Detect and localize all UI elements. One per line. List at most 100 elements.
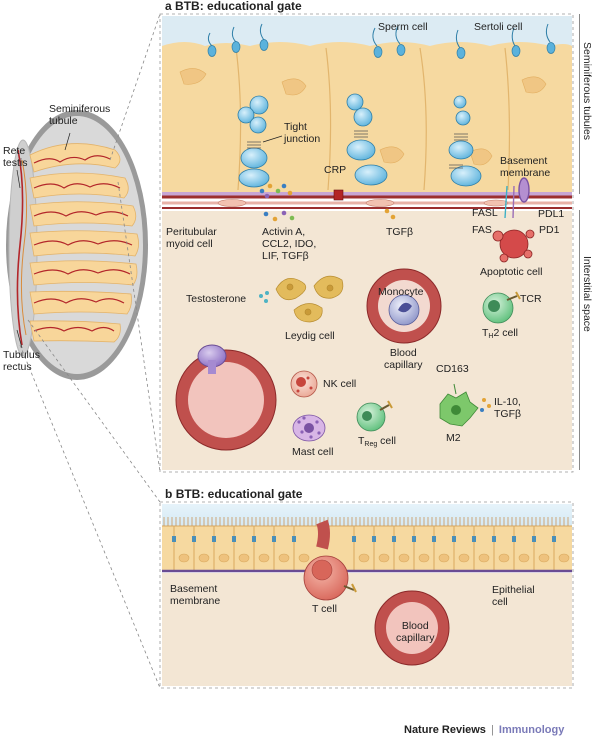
journal-footer: Nature Reviews | Immunology (404, 724, 564, 736)
epithelial-nucleus (538, 553, 550, 563)
epithelial-nucleus (518, 553, 530, 563)
epithelial-nucleus (258, 553, 270, 563)
seminiferous-bracket (573, 14, 580, 194)
sperm-cells (207, 23, 556, 59)
tight-junction-marker (392, 536, 396, 542)
tight-junction-marker (532, 536, 536, 542)
tight-junctions (247, 130, 468, 169)
label-activin-factors: Activin A, CCL2, IDO, LIF, TGFβ (262, 226, 317, 262)
tight-junction-marker (412, 536, 416, 542)
treg-sub: Reg (364, 441, 378, 448)
label-basement-membrane-a: Basement membrane (500, 155, 551, 179)
secreted-factors (259, 183, 396, 222)
epi-nuclei (178, 553, 570, 563)
label-tgfb: TGFβ (386, 226, 414, 238)
th2-sub: H (488, 333, 494, 340)
label-t-cell: T cell (312, 603, 337, 615)
epithelial-nucleus (358, 553, 370, 563)
label-blood-capillary-b: Blood capillary (396, 620, 435, 644)
mast-cell (292, 414, 326, 442)
panel-b-title: b BTB: educational gate (165, 487, 302, 501)
label-rete-testis: Rete testis (3, 145, 28, 169)
label-mast-cell: Mast cell (292, 446, 334, 458)
fasl-pdl1-receptors (504, 177, 530, 219)
tight-junction-marker (252, 536, 256, 542)
label-th2-cell: TH2 cell (482, 327, 518, 343)
tight-junction-marker (472, 536, 476, 542)
label-il10-tgfb: IL-10, TGFβ (494, 396, 522, 420)
tight-junction-marker (452, 536, 456, 542)
nk-cell (290, 370, 318, 398)
label-cd163: CD163 (436, 363, 469, 375)
epithelial-nucleus (498, 553, 510, 563)
tubule-vessels (33, 155, 133, 332)
panel-b-title-text: BTB: educational gate (175, 487, 303, 501)
tight-junction-marker (172, 536, 176, 542)
tight-junction-marker (432, 536, 436, 542)
tight-junction-marker (212, 536, 216, 542)
label-m2: M2 (446, 432, 461, 444)
capillary-monocyte (366, 268, 442, 344)
panel-b (159, 501, 574, 689)
epithelial-nucleus (558, 553, 570, 563)
m2-macrophage (439, 383, 479, 427)
epithelial-nucleus (458, 553, 470, 563)
treg-cell (356, 400, 393, 432)
label-treg-cell: TReg cell (358, 435, 396, 451)
epithelial-nucleus (278, 553, 290, 563)
epithelial-nucleus (298, 553, 310, 563)
label-epithelial-cell: Epithelial cell (492, 584, 535, 608)
epithelial-nucleus (218, 553, 230, 563)
label-tubulus-rectus: Tubulus rectus (3, 349, 40, 373)
epithelial-nucleus (238, 553, 250, 563)
tight-junction-marker (272, 536, 276, 542)
epithelial-nucleus (478, 553, 490, 563)
zoom-lines (19, 13, 161, 689)
epithelial-nucleus (378, 553, 390, 563)
epithelial-nucleus (198, 553, 210, 563)
tight-junction-marker (552, 536, 556, 542)
testis-illustration (6, 110, 148, 380)
tight-junction-marker (232, 536, 236, 542)
epithelial-nucleus (178, 553, 190, 563)
tight-junction-marker (372, 536, 376, 542)
footer-separator: | (491, 724, 494, 736)
panel-a-letter: a (165, 0, 172, 13)
label-basement-membrane-b: Basement membrane (170, 583, 221, 607)
side-label-interstitial: Interstitial space (581, 256, 593, 332)
side-label-seminiferous: Seminiferous tubules (581, 42, 593, 141)
germ-cells (237, 93, 482, 188)
epi-junctions (172, 536, 556, 542)
label-apoptotic-cell: Apoptotic cell (480, 266, 543, 278)
t-cell (303, 519, 357, 601)
blood-capillary-b (374, 590, 450, 666)
th2-cell (482, 291, 521, 324)
treg-main: T (358, 435, 365, 447)
interstitial-bracket (573, 210, 580, 470)
label-leydig-cell: Leydig cell (285, 330, 335, 342)
panel-a-title: a BTB: educational gate (165, 0, 302, 13)
panel-a-title-text: BTB: educational gate (175, 0, 302, 13)
epithelial-nucleus (398, 553, 410, 563)
th2-main: T (482, 327, 489, 339)
label-fasl: FASL (472, 207, 498, 219)
label-pd1: PD1 (539, 224, 560, 236)
label-seminiferous-tubule: Seminiferous tubule (49, 103, 111, 127)
panel-a (159, 13, 574, 473)
label-monocyte: Monocyte (378, 286, 424, 298)
seminiferous-tubule-lobules (29, 143, 139, 343)
label-crp: CRP (324, 164, 347, 176)
tight-junction-marker (352, 536, 356, 542)
label-fas: FAS (472, 224, 492, 236)
label-pdl1: PDL1 (538, 208, 565, 220)
tight-junction-marker (492, 536, 496, 542)
label-testosterone: Testosterone (186, 293, 247, 305)
label-tight-junction: Tight junction (284, 121, 321, 145)
panel-b-letter: b (165, 487, 173, 501)
epithelial-nucleus (418, 553, 430, 563)
tight-junction-marker (512, 536, 516, 542)
label-blood-capillary-a: Blood capillary (384, 347, 423, 371)
microvilli (163, 517, 569, 526)
footer-journal: Nature Reviews (404, 724, 486, 736)
